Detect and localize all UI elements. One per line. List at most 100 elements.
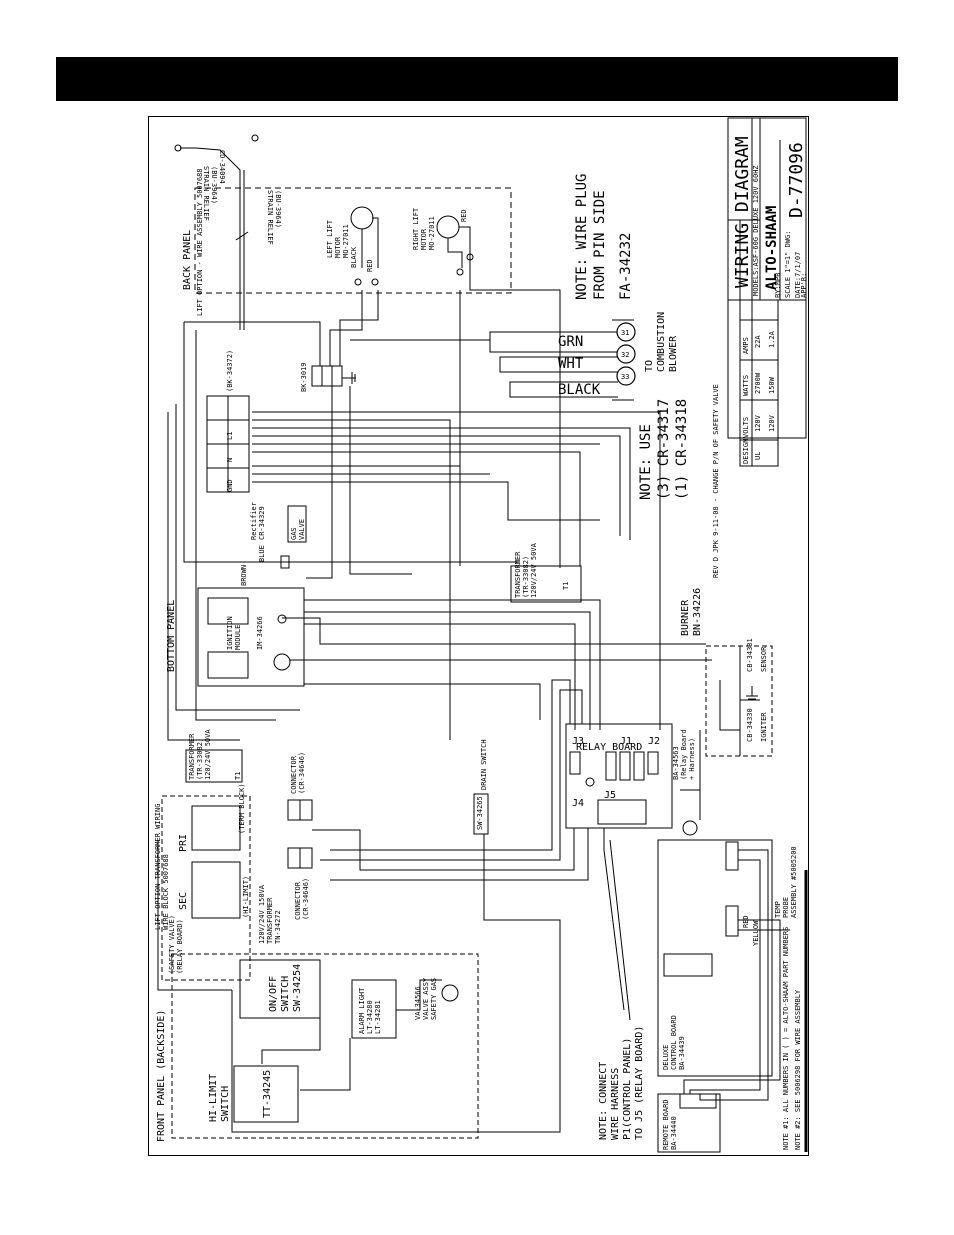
valve-assy-1: VA-34566: [414, 986, 422, 1020]
remote-1: REMOTE BOARD: [662, 1099, 670, 1150]
note-connect-1: NOTE: CONNECT: [598, 1062, 609, 1140]
wire-blue: BLUE: [258, 545, 266, 562]
alarm-light: [351, 979, 397, 1039]
burner-2: BN-34226: [692, 588, 703, 636]
ratings-r1-watts: 2700W: [754, 372, 762, 394]
temp-probe-3: ASSEMBLY #5005200: [790, 846, 798, 918]
bottom-panel-label: BOTTOM PANEL: [166, 600, 177, 672]
terminal-block-bk3019: [311, 365, 343, 387]
deluxe-2: CONTROL BOARD: [670, 1015, 678, 1070]
ratings-table: [739, 299, 779, 467]
note-connect-4: TO J5 (RELAY BOARD): [634, 1026, 645, 1140]
hi-limit-1: HI-LIMIT: [208, 1074, 219, 1122]
t1-label-1: T1: [562, 582, 570, 590]
ratings-header-watts: WATTS: [742, 375, 750, 396]
hi-limit-switch: [233, 1065, 299, 1123]
drain-switch-1: DRAIN SWITCH: [480, 739, 488, 790]
pin-33: 33: [621, 373, 629, 381]
front-panel-label: FRONT PANEL (BACKSIDE): [156, 1010, 167, 1142]
terminal-block-label: BK-3019: [300, 362, 308, 392]
temp-probe-2: PROBE: [782, 897, 790, 918]
on-off-switch: [239, 959, 321, 1019]
back-panel-sub: LIFT OPTION - WIRE ASSEMBLY 5007688: [196, 168, 204, 316]
transformer2-2: (TR-33082): [196, 738, 204, 780]
hi-limit-label: (HI-LIMIT): [242, 876, 250, 918]
transformer1-2: (TR-33082): [522, 556, 530, 598]
note-use-3: (1) CR-34318: [674, 399, 690, 500]
valve-assy: [441, 984, 459, 1002]
rectifier-1: Rectifier: [250, 502, 258, 540]
sensor-1: CB-34331: [746, 638, 754, 672]
term-block-label: (TERM BLOCK): [238, 783, 246, 834]
transformer1-3: 120V/24V 50VA: [530, 542, 538, 598]
transformer2-3: 120/24V 50VA: [204, 729, 212, 780]
brand-logo-text: ALTO-SHAAM: [764, 206, 780, 290]
relay-j3: J3: [572, 736, 584, 747]
alarm-light-2: LT-34280: [366, 1000, 374, 1034]
revision-note: REV D JPK 9-11-08 - CHANGE P/N OF SAFETY…: [712, 384, 720, 578]
note-1: NOTE #1: ALL NUMBERS IN ( ) = ALTO-SHAAM…: [782, 927, 790, 1150]
note-wire-plug-2: FROM PIN SIDE: [592, 190, 608, 300]
transformer-top: [510, 565, 582, 603]
wire-black: BLACK: [558, 382, 601, 398]
left-motor-3: MO-27011: [342, 224, 350, 258]
relay-board-4: + Harness): [688, 738, 696, 780]
pin-32: 32: [621, 351, 629, 359]
ratings-header-volts: VOLTS: [742, 417, 750, 438]
temp-probe-1: TEMP: [774, 901, 782, 918]
note-connect-2: WIRE HARNESS: [610, 1068, 621, 1140]
relay-board-3: (Relay Board: [680, 729, 688, 780]
deluxe-1: DELUXE: [662, 1045, 670, 1070]
connector1-1: CONNECTOR: [290, 755, 298, 794]
relay-j4: J4: [572, 798, 584, 809]
note-connect-3: P1(CONTROL PANEL): [622, 1038, 633, 1140]
right-lift-motor: [436, 215, 460, 239]
back-panel-label: BACK PANEL: [182, 230, 193, 290]
connector2-2: (CR-34646): [302, 878, 310, 920]
to-blower-3: BLOWER: [668, 335, 679, 372]
wire-black-1: BLACK: [350, 246, 358, 268]
relay-board: [565, 723, 673, 829]
to-blower-2: COMBUSTION: [656, 312, 667, 372]
terminal-l1: L1: [226, 432, 234, 440]
safety-valve-2: (RELAY BOARD): [176, 919, 184, 974]
gas-valve-2: VALVE: [298, 519, 306, 540]
relay-j5: J5: [604, 790, 616, 801]
cord-label: CD-34094: [218, 150, 226, 184]
wire-grn: GRN: [558, 334, 583, 350]
note-use-2: (3) CR-34317: [656, 399, 672, 500]
date-text: DATE:7/1/07: [794, 252, 802, 298]
igniter-2: IGNITER: [760, 712, 768, 742]
strain-relief-2b: (BU-3964): [210, 166, 218, 204]
remote-2: BA-34440: [670, 1116, 678, 1150]
note-2: NOTE #2: SEE 5006298 FOR WIRE ASSEMBLY: [794, 989, 802, 1150]
valve-assy-3: SAFETY GAS: [430, 978, 438, 1020]
note-use-1: NOTE: USE: [638, 424, 654, 500]
transformer1-1: TRANSFORMER: [514, 551, 522, 598]
note-wire-plug-1: NOTE: WIRE PLUG: [574, 174, 590, 300]
relay-board-2: BA-34563: [672, 746, 680, 780]
ratings-r2-amps: 1.2A: [768, 330, 776, 348]
transformer2-1: TRANSFORMER: [188, 733, 196, 780]
gas-valve-1: GAS: [290, 527, 298, 540]
to-blower-1: TO: [644, 360, 655, 372]
terminal-block-2-label: (BK-34372): [226, 350, 234, 392]
sensor-2: SENSOR: [760, 646, 768, 672]
wire-red-1: RED: [366, 259, 374, 272]
ratings-r2-watts: 150W: [768, 376, 776, 394]
main-transformer-1: 120V/24V 150VA: [258, 884, 266, 944]
on-off-3: SW-34254: [292, 964, 303, 1012]
right-motor-1: RIGHT LIFT: [412, 207, 420, 250]
title-block-frame: [727, 117, 807, 439]
on-off-1: ON/OFF: [268, 976, 279, 1012]
ignition-1: IGNITION: [226, 616, 234, 650]
strain-relief-2: STRAIN RELIEF: [202, 166, 210, 221]
left-motor-2: MOTOR: [334, 236, 342, 258]
by-text: BY:MPB: [774, 273, 782, 298]
left-lift-motor: [350, 206, 374, 230]
diagram-frame: [148, 116, 809, 1156]
deluxe-control-board: [657, 839, 773, 1077]
pri-label: PRI: [178, 834, 189, 852]
rectifier-2: CR-34329: [258, 506, 266, 540]
